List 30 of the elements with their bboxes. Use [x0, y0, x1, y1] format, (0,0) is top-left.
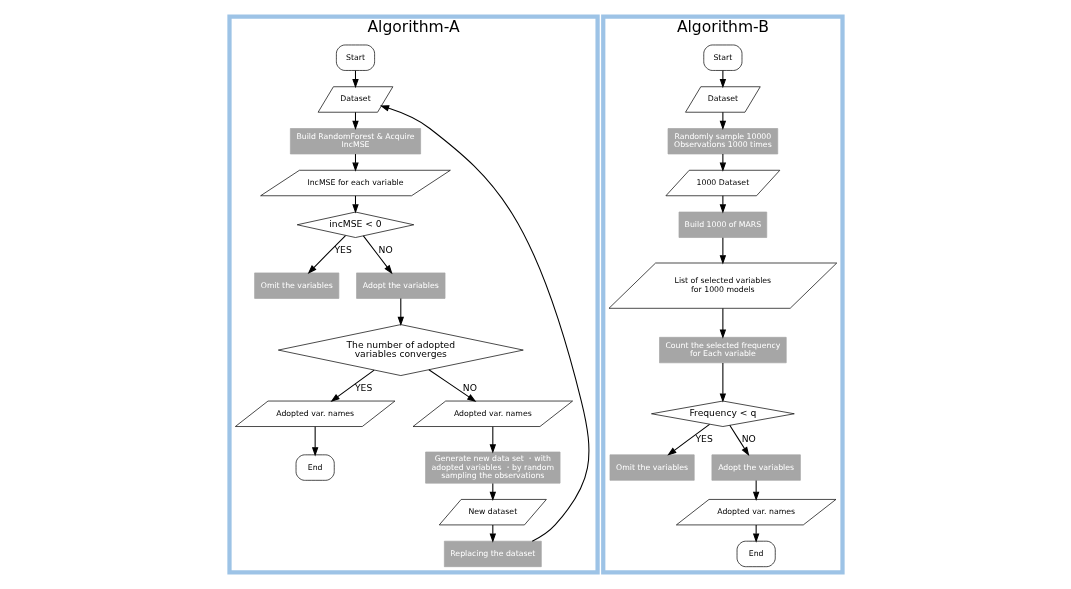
arrow: [351, 111, 359, 131]
arrow: [489, 426, 496, 454]
edge-label: NO: [462, 381, 477, 393]
arrow: [307, 235, 346, 274]
arrow: [719, 195, 726, 214]
arrow: [666, 423, 710, 456]
node-diamond: The number of adopted variables converges: [277, 324, 524, 376]
arrow: [397, 298, 404, 327]
arrow: [719, 307, 726, 339]
arrow: [719, 111, 726, 131]
edge-label: NO: [741, 432, 756, 444]
arrow: [311, 426, 318, 457]
arrow: [728, 424, 749, 457]
node-diamond: Frequency < q: [650, 400, 795, 427]
arrow: [330, 369, 375, 402]
edge-label: YES: [694, 432, 713, 444]
arrow: [427, 369, 476, 402]
edge-label: YES: [333, 243, 352, 255]
edge-label: NO: [378, 243, 393, 255]
arrow: [362, 235, 393, 275]
node-diamond: incMSE < 0: [296, 211, 414, 238]
arrow: [752, 480, 759, 501]
arrow: [752, 524, 759, 543]
arrow: [379, 105, 589, 542]
arrow: [719, 153, 726, 172]
edge-label: YES: [354, 381, 372, 393]
arrow: [719, 237, 726, 265]
arrow: [489, 482, 496, 502]
arrow: [719, 362, 726, 403]
arrow: [719, 70, 726, 89]
